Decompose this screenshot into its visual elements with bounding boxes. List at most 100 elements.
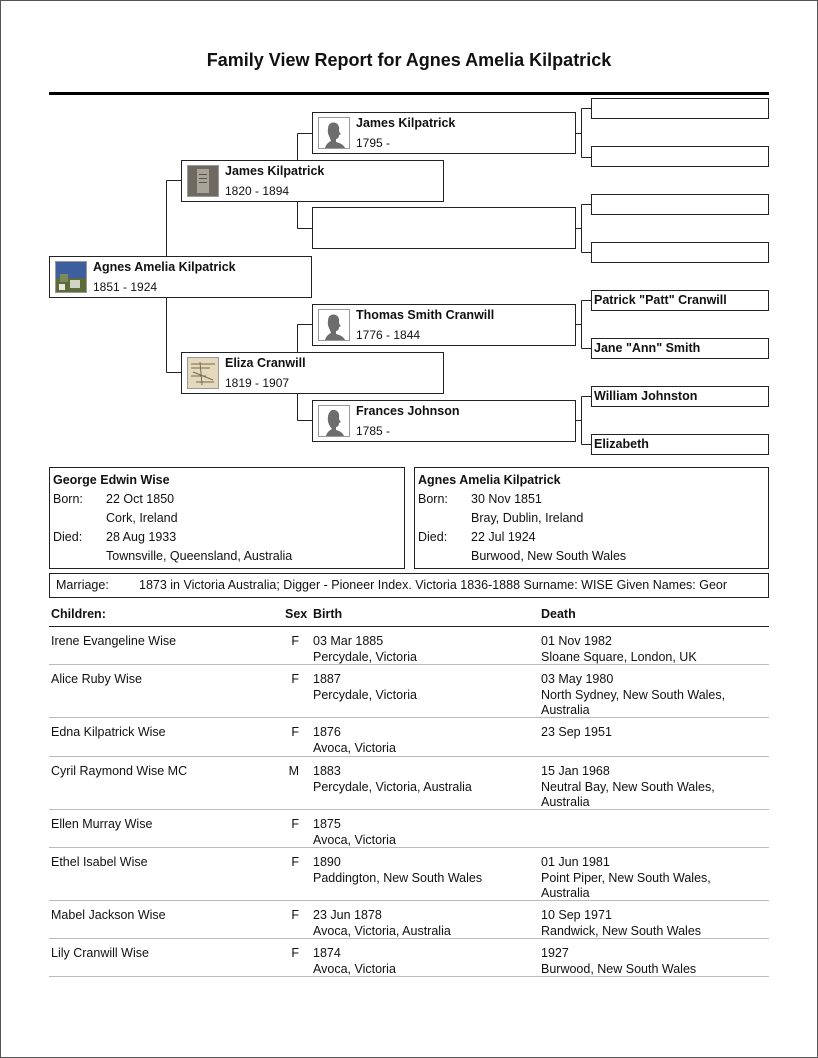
died-label: Died:: [418, 530, 448, 544]
born-date: 30 Nov 1851: [471, 492, 542, 506]
person-dates: 1785 -: [356, 424, 391, 438]
gravestone-photo: [187, 165, 219, 197]
died-date: 22 Jul 1924: [471, 530, 536, 544]
born-place: Bray, Dublin, Ireland: [471, 511, 584, 525]
silhouette-icon: [318, 117, 350, 149]
person-name: William Johnston: [594, 389, 698, 403]
born-label: Born:: [418, 492, 448, 506]
paternal-grandfather-box[interactable]: James Kilpatrick 1795 -: [312, 112, 576, 154]
great-grandparent-box[interactable]: [591, 146, 769, 167]
person-dates: 1851 - 1924: [93, 280, 158, 294]
child-death: 23 Sep 1951: [541, 725, 612, 739]
report-title: Family View Report for Agnes Amelia Kilp…: [206, 50, 612, 70]
person-name: James Kilpatrick: [225, 164, 325, 178]
silhouette-icon: [318, 405, 350, 437]
child-sex: F: [291, 946, 299, 960]
husband-name: George Edwin Wise: [53, 473, 170, 487]
child-name: Alice Ruby Wise: [51, 672, 142, 686]
header-birth: Birth: [313, 607, 343, 621]
marriage-box: Marriage: 1873 in Victoria Australia; Di…: [49, 573, 769, 598]
great-grandparent-box[interactable]: [591, 242, 769, 263]
child-name: Cyril Raymond Wise MC: [51, 764, 188, 778]
document-photo: [187, 357, 219, 389]
great-grandparent-box[interactable]: Elizabeth: [591, 434, 769, 455]
person-name: Elizabeth: [594, 437, 649, 451]
header-sex: Sex: [285, 607, 308, 621]
child-sex: F: [291, 908, 299, 922]
great-grandparent-box[interactable]: [591, 194, 769, 215]
person-name: Jane "Ann" Smith: [594, 341, 701, 355]
wife-box[interactable]: Agnes Amelia Kilpatrick Born: 30 Nov 185…: [414, 467, 769, 569]
maternal-grandmother-box[interactable]: Frances Johnson 1785 -: [312, 400, 576, 442]
child-name: Edna Kilpatrick Wise: [51, 725, 166, 739]
child-name: Lily Cranwill Wise: [51, 946, 149, 960]
silhouette-icon: [318, 309, 350, 341]
children-table: Children: Sex Birth Death Irene Evangeli…: [49, 605, 769, 977]
born-label: Born:: [53, 492, 83, 506]
great-grandparent-box[interactable]: Jane "Ann" Smith: [591, 338, 769, 359]
person-dates: 1819 - 1907: [225, 376, 290, 390]
great-grandparent-box[interactable]: Patrick "Patt" Cranwill: [591, 290, 769, 311]
person-name: Frances Johnson: [356, 404, 460, 418]
root-person-box[interactable]: Agnes Amelia Kilpatrick 1851 - 1924: [49, 256, 312, 298]
person-name: Agnes Amelia Kilpatrick: [93, 260, 236, 274]
husband-box[interactable]: George Edwin Wise Born: 22 Oct 1850 Cork…: [49, 467, 405, 569]
header-children: Children:: [51, 607, 106, 621]
child-name: Irene Evangeline Wise: [51, 634, 177, 648]
person-dates: 1820 - 1894: [225, 184, 290, 198]
born-place: Cork, Ireland: [106, 511, 178, 525]
died-place: Townsville, Queensland, Australia: [106, 549, 293, 563]
wife-name: Agnes Amelia Kilpatrick: [418, 473, 561, 487]
maternal-grandfather-box[interactable]: Thomas Smith Cranwill 1776 - 1844: [312, 304, 576, 346]
children-table-header: Children: Sex Birth Death: [49, 605, 769, 627]
person-name: James Kilpatrick: [356, 116, 456, 130]
person-dates: 1776 - 1844: [356, 328, 421, 342]
outdoor-photo: [55, 261, 87, 293]
paternal-grandmother-box[interactable]: [312, 207, 576, 249]
header-death: Death: [541, 607, 576, 621]
marriage-label: Marriage:: [56, 578, 109, 592]
child-name: Mabel Jackson Wise: [51, 908, 166, 922]
born-date: 22 Oct 1850: [106, 492, 175, 506]
person-name: Patrick "Patt" Cranwill: [594, 293, 727, 307]
child-sex: F: [291, 672, 299, 686]
child-name: Ellen Murray Wise: [51, 817, 153, 831]
mother-box[interactable]: Eliza Cranwill 1819 - 1907: [181, 352, 444, 394]
child-name: Ethel Isabel Wise: [51, 855, 148, 869]
child-sex: F: [291, 725, 299, 739]
great-grandparent-box[interactable]: [591, 98, 769, 119]
title-rule: [49, 92, 769, 95]
person-name: Eliza Cranwill: [225, 356, 306, 370]
child-sex: F: [291, 817, 299, 831]
child-sex: F: [291, 855, 299, 869]
died-date: 28 Aug 1933: [106, 530, 177, 544]
child-sex: F: [291, 634, 299, 648]
marriage-value: 1873 in Victoria Australia; Digger - Pio…: [139, 578, 728, 592]
great-grandparent-box[interactable]: William Johnston: [591, 386, 769, 407]
person-name: Thomas Smith Cranwill: [356, 308, 495, 322]
father-box[interactable]: James Kilpatrick 1820 - 1894: [181, 160, 444, 202]
person-dates: 1795 -: [356, 136, 391, 150]
